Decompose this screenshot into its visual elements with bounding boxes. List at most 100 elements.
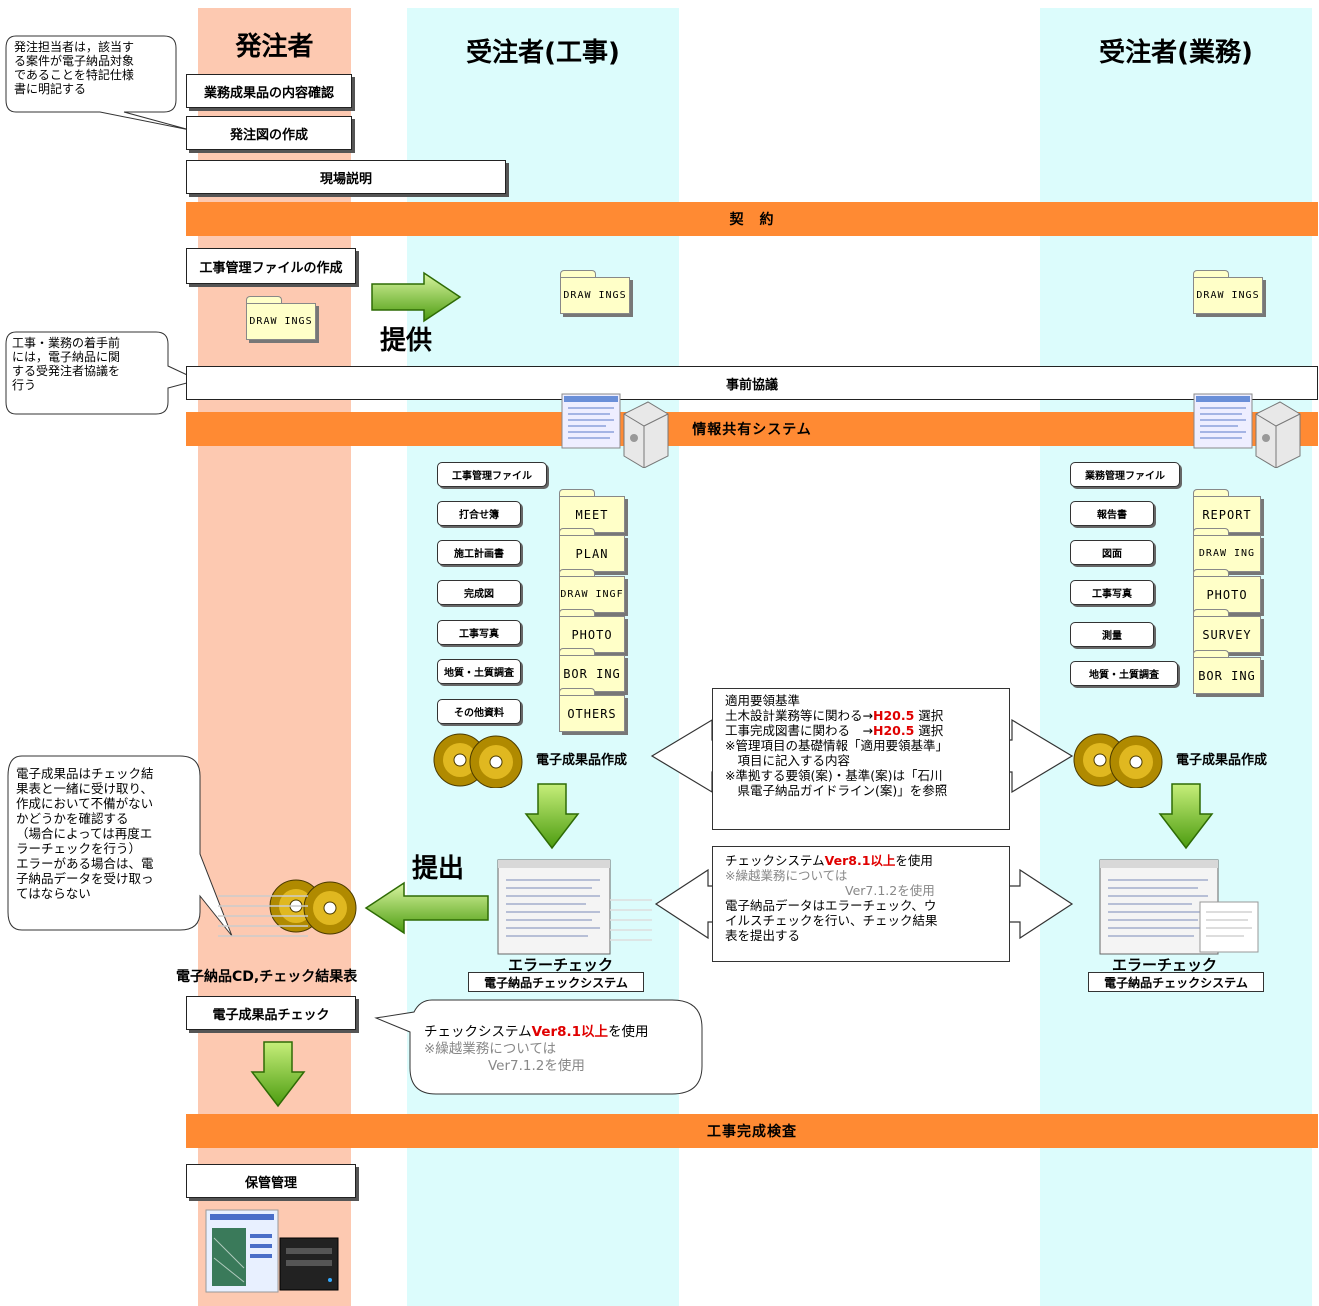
- construction-item: 完成図: [437, 580, 521, 605]
- submit-label: 提出: [412, 854, 465, 884]
- service-item: 図面: [1070, 540, 1154, 565]
- server-screen-icon: [1193, 393, 1301, 468]
- folder-label: DRAW INGS: [246, 303, 316, 340]
- standards-line: 土木設計業務等に関わる→H20.5 選択: [725, 708, 1009, 723]
- check-system-label: 電子納品チェックシステム: [468, 972, 644, 992]
- standards-box: 適用要領基準 土木設計業務等に関わる→H20.5 選択 工事完成図書に関わる →…: [712, 688, 1010, 830]
- plan-folder: PLAN: [559, 528, 625, 572]
- standards-text: 選択: [914, 708, 944, 723]
- cd-icon: [1073, 733, 1163, 788]
- standards-line: 県電子納品ガイドライン(案)」を参照: [725, 783, 948, 798]
- pre-callout-text: 工事・業務の着手前 には，電子納品に関 する受発注者協議を 行う: [12, 336, 121, 392]
- standards-version: H20.5: [872, 723, 915, 738]
- error-check-window-icon: [497, 859, 652, 955]
- service-item: 測量: [1070, 622, 1154, 647]
- check-bubble-text: チェックシステムVer8.1以上を使用 ※繰越業務については Ver7.1.2を…: [424, 1024, 649, 1075]
- check-result-sheet-icon: [218, 895, 308, 937]
- provide-label: 提供: [380, 326, 433, 356]
- meet-folder: MEET: [559, 489, 625, 533]
- down-arrow: [524, 783, 580, 850]
- construction-lane-title: 受注者(工事): [466, 38, 620, 68]
- submit-arrow: [364, 881, 489, 935]
- others-folder: OTHERS: [559, 688, 625, 732]
- boring-folder: BOR ING: [1193, 650, 1261, 694]
- pre-callout-bubble: [5, 331, 200, 415]
- standards-line: 適用要領基準: [725, 693, 801, 708]
- standards-text: 工事完成図書に関わる →: [725, 723, 873, 738]
- drawingf-folder: DRAW INGF: [559, 569, 625, 613]
- service-item: 報告書: [1070, 501, 1154, 526]
- standards-line: ※準拠する要領(案)・基準(案)は「石川: [725, 768, 943, 783]
- bubble-line: チェックシステムVer8.1以上を使用: [424, 1024, 649, 1041]
- photo-folder: PHOTO: [1193, 569, 1261, 613]
- spec-callout-bubble: [5, 35, 191, 131]
- folder-label: DRAW INGS: [1193, 277, 1263, 314]
- spec-callout-text: 発注担当者は，該当す る案件が電子納品対象 であることを特記仕様 書に明記する: [14, 40, 135, 96]
- bubble-line: Ver7.1.2を使用: [488, 1058, 585, 1074]
- check-text: チェックシステム: [725, 853, 825, 868]
- check-line: チェックシステムVer8.1以上を使用: [725, 853, 1009, 868]
- completion-inspection-band: 工事完成検査: [186, 1114, 1318, 1148]
- create-deliverable-label: 電子成果品作成: [536, 753, 628, 768]
- service-drawings-folder: DRAW INGS: [1193, 270, 1263, 314]
- down-arrow: [250, 1041, 306, 1108]
- deliverable-check-step: 電子成果品チェック: [186, 996, 356, 1030]
- check-version: Ver8.1以上: [824, 853, 896, 868]
- construction-item: 工事写真: [437, 620, 521, 645]
- construction-item: 地質・土質調査: [437, 659, 521, 684]
- cd-result-label: 電子納品CD,チェック結果表: [176, 969, 358, 985]
- service-lane-title: 受注者(業務): [1099, 38, 1253, 68]
- info-sharing-band: 情報共有システム: [186, 412, 1318, 446]
- folder-label: BOR ING: [559, 655, 625, 692]
- folder-label: DRAW INGF: [559, 576, 625, 613]
- pre-consultation-bar: 事前協議: [186, 366, 1318, 400]
- report-folder: REPORT: [1193, 489, 1261, 533]
- cd-icon: [433, 733, 523, 788]
- orderer-lane-title: 発注者: [235, 32, 314, 62]
- service-item: 地質・土質調査: [1070, 661, 1178, 686]
- standards-line: 工事完成図書に関わる →H20.5 選択: [725, 723, 1009, 738]
- bubble-text: チェックシステム: [424, 1024, 532, 1040]
- folder-label: DRAW ING: [1193, 535, 1261, 572]
- error-check-label: エラーチェック: [508, 956, 614, 974]
- bubble-line: ※繰越業務については: [424, 1041, 557, 1057]
- boring-folder: BOR ING: [559, 648, 625, 692]
- folder-label: REPORT: [1193, 496, 1261, 533]
- service-item: 工事写真: [1070, 580, 1154, 605]
- confirm-deliverables-step: 業務成果品の内容確認: [186, 74, 352, 108]
- archive-step: 保管管理: [186, 1164, 356, 1198]
- contract-band: 契 約: [186, 202, 1318, 236]
- receive-callout-bubble: [7, 755, 233, 937]
- check-line: 表を提出する: [725, 928, 801, 943]
- construction-drawings-folder: DRAW INGS: [560, 270, 630, 314]
- bubble-text: を使用: [608, 1024, 649, 1040]
- check-text: を使用: [895, 853, 933, 868]
- check-line: イルスチェックを行い、チェック結果: [725, 913, 938, 928]
- site-briefing-step: 現場説明: [186, 160, 506, 194]
- construction-item: 打合せ簿: [437, 501, 521, 526]
- folder-label: PLAN: [559, 535, 625, 572]
- folder-label: MEET: [559, 496, 625, 533]
- photo-folder: PHOTO: [559, 609, 625, 653]
- error-check-label: エラーチェック: [1112, 956, 1218, 974]
- create-mgmt-file-step: 工事管理ファイルの作成: [186, 248, 356, 284]
- check-speech-bubble: [374, 999, 703, 1095]
- folder-label: DRAW INGS: [560, 277, 630, 314]
- construction-item: 施工計画書: [437, 540, 521, 565]
- check-line: Ver7.1.2を使用: [845, 883, 935, 898]
- receive-callout-text: 電子成果品はチェック結 果表と一緒に受け取り、 作成において不備がない かどうか…: [16, 766, 154, 901]
- folder-label: SURVEY: [1193, 616, 1261, 653]
- orderer-drawings-folder: DRAW INGS: [246, 296, 316, 340]
- folder-label: OTHERS: [559, 695, 625, 732]
- service-mgmt-file: 業務管理ファイル: [1070, 462, 1180, 487]
- standards-text: 土木設計業務等に関わる→: [725, 708, 873, 723]
- bubble-version: Ver8.1以上: [531, 1024, 609, 1040]
- survey-folder: SURVEY: [1193, 609, 1261, 653]
- error-check-window-icon: [1099, 859, 1259, 955]
- check-system-label: 電子納品チェックシステム: [1088, 972, 1264, 992]
- provide-arrow: [371, 271, 462, 323]
- construction-item: その他資料: [437, 699, 521, 724]
- standards-text: 選択: [914, 723, 944, 738]
- server-screen-icon: [561, 393, 669, 468]
- archive-system-image: [205, 1209, 339, 1293]
